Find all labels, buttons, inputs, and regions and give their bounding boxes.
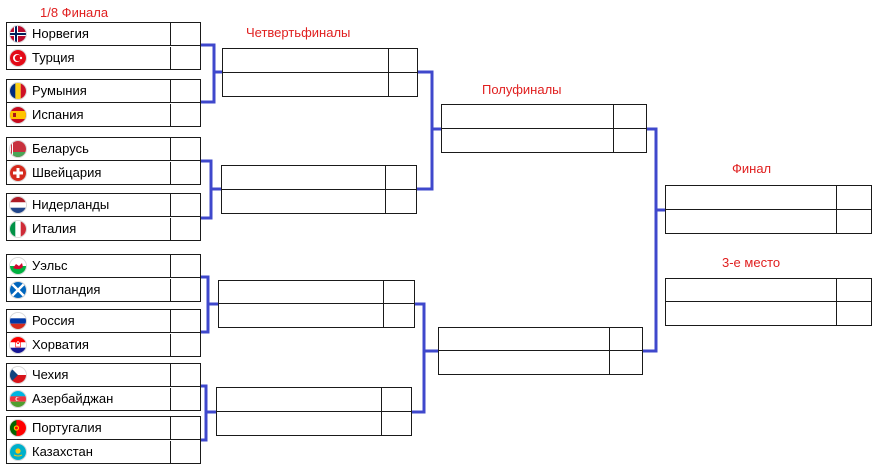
semifinals-label: Полуфиналы	[482, 82, 562, 97]
quarterfinal-match-1[interactable]	[222, 48, 418, 97]
team-name: Шотландия	[32, 282, 101, 297]
score-cell[interactable]	[170, 218, 171, 241]
quarterfinal-match-2[interactable]	[221, 165, 417, 214]
team-row[interactable]: Турция	[7, 47, 200, 70]
team-row[interactable]: Казахстан	[7, 441, 200, 464]
bracket-connector	[412, 302, 426, 414]
kazakhstan-flag-icon	[10, 444, 26, 460]
team-name: Азербайджан	[32, 391, 114, 406]
team-name: Уэльс	[32, 258, 68, 273]
team-row[interactable]: Швейцария	[7, 162, 200, 185]
score-cell[interactable]	[170, 334, 171, 357]
bracket-connector	[201, 159, 213, 220]
score-cell[interactable]	[170, 47, 171, 70]
score-cell[interactable]	[170, 23, 171, 45]
portugal-flag-icon	[10, 420, 26, 436]
team-row[interactable]: Азербайджан	[7, 388, 200, 411]
team-row[interactable]: Нидерланды	[7, 194, 200, 217]
bracket-connector	[417, 70, 434, 191]
team-row[interactable]: Беларусь	[7, 138, 200, 161]
score-cell[interactable]	[170, 364, 171, 386]
netherlands-flag-icon	[10, 197, 26, 213]
third-place-match[interactable]	[665, 278, 872, 326]
team-row[interactable]: Португалия	[7, 417, 200, 440]
team-row[interactable]: Румыния	[7, 80, 200, 103]
team-name: Нидерланды	[32, 197, 110, 212]
spain-flag-icon	[10, 107, 26, 123]
switzerland-flag-icon	[10, 165, 26, 181]
quarterfinals-label: Четвертьфиналы	[246, 25, 351, 40]
score-cell[interactable]	[170, 279, 171, 302]
wales-flag-icon	[10, 258, 26, 274]
team-row[interactable]: Чехия	[7, 364, 200, 387]
score-cell[interactable]	[170, 194, 171, 216]
team-row[interactable]: Россия	[7, 310, 200, 333]
belarus-flag-icon	[10, 141, 26, 157]
team-name: Италия	[32, 221, 77, 236]
team-row[interactable]: Испания	[7, 104, 200, 127]
round-of-16-label: 1/8 Финала	[40, 5, 109, 20]
team-name: Турция	[32, 50, 75, 65]
quarterfinal-match-3[interactable]	[218, 280, 415, 328]
team-name: Испания	[32, 107, 84, 122]
italy-flag-icon	[10, 221, 26, 237]
team-name: Чехия	[32, 367, 69, 382]
team-name: Румыния	[32, 83, 87, 98]
team-row[interactable]: Уэльс	[7, 255, 200, 278]
semifinal-match-2[interactable]	[438, 327, 643, 375]
score-cell[interactable]	[170, 310, 171, 332]
semifinal-match-1[interactable]	[441, 104, 647, 153]
score-cell[interactable]	[170, 417, 171, 439]
team-name: Португалия	[32, 420, 102, 435]
bracket-connector	[201, 384, 208, 442]
team-row[interactable]: Хорватия	[7, 334, 200, 357]
czech-flag-icon	[10, 367, 26, 383]
score-cell[interactable]	[170, 388, 171, 411]
bracket-connector	[201, 43, 216, 104]
score-cell[interactable]	[170, 162, 171, 185]
croatia-flag-icon	[10, 337, 26, 353]
turkey-flag-icon	[10, 50, 26, 66]
team-name: Беларусь	[32, 141, 89, 156]
scotland-flag-icon	[10, 282, 26, 298]
azerbaijan-flag-icon	[10, 391, 26, 407]
score-cell[interactable]	[170, 104, 171, 127]
final-match[interactable]	[665, 185, 872, 234]
team-name: Швейцария	[32, 165, 102, 180]
bracket-connector	[643, 127, 658, 353]
score-cell[interactable]	[170, 80, 171, 102]
team-name: Норвегия	[32, 26, 89, 41]
team-name: Хорватия	[32, 337, 89, 352]
team-row[interactable]: Италия	[7, 218, 200, 241]
quarterfinal-match-4[interactable]	[216, 387, 412, 436]
norway-flag-icon	[10, 26, 26, 42]
bracket-connector	[201, 275, 210, 334]
team-name: Россия	[32, 313, 75, 328]
team-row[interactable]: Норвегия	[7, 23, 200, 46]
team-row[interactable]: Шотландия	[7, 279, 200, 302]
russia-flag-icon	[10, 313, 26, 329]
romania-flag-icon	[10, 83, 26, 99]
score-cell[interactable]	[170, 138, 171, 160]
score-cell[interactable]	[170, 255, 171, 277]
final-label: Финал	[732, 161, 772, 176]
third-place-label: 3-е место	[722, 255, 781, 270]
score-cell[interactable]	[170, 441, 171, 464]
team-name: Казахстан	[32, 444, 93, 459]
